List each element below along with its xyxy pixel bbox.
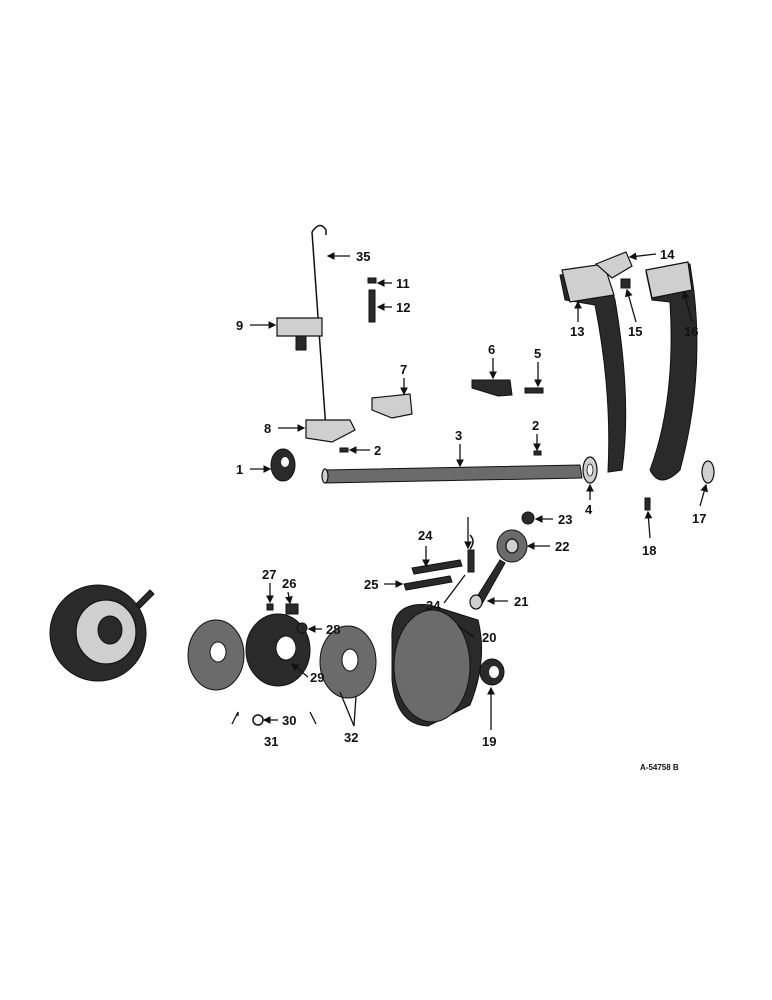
callout-23: 23 xyxy=(558,512,572,527)
callout-4: 4 xyxy=(585,502,593,517)
callout-9: 9 xyxy=(236,318,243,333)
callout-5: 5 xyxy=(534,346,541,361)
callout-16: 16 xyxy=(684,324,698,339)
callout-6: 6 xyxy=(488,342,495,357)
callout-30: 30 xyxy=(282,713,296,728)
callout-18: 18 xyxy=(642,543,656,558)
callout-12: 12 xyxy=(396,300,410,315)
callout-19: 19 xyxy=(482,734,496,749)
callout-15: 15 xyxy=(628,324,642,339)
callout-7: 7 xyxy=(400,362,407,377)
leader-lines xyxy=(231,252,708,730)
callout-24: 24 xyxy=(418,528,433,543)
reference-code: A-54758 B xyxy=(640,763,679,772)
callout-31: 31 xyxy=(264,734,278,749)
callout-22: 22 xyxy=(555,539,569,554)
callout-labels: 35 11 12 9 7 8 6 5 1 2 2 3 4 14 13 15 16… xyxy=(236,247,706,772)
callout-20: 20 xyxy=(482,630,496,645)
callout-34: 34 xyxy=(426,598,441,613)
callout-1: 1 xyxy=(236,462,243,477)
callout-27: 27 xyxy=(262,567,276,582)
callout-8: 8 xyxy=(264,421,271,436)
callout-26: 26 xyxy=(282,576,296,591)
callout-29: 29 xyxy=(310,670,324,685)
callout-3: 3 xyxy=(455,428,462,443)
callout-17: 17 xyxy=(692,511,706,526)
callout-14: 14 xyxy=(660,247,675,262)
part-drawings xyxy=(49,224,715,727)
callout-32: 32 xyxy=(344,730,358,745)
callout-11: 11 xyxy=(396,276,410,291)
callout-2-right: 2 xyxy=(532,418,539,433)
callout-2-left: 2 xyxy=(374,443,381,458)
callout-28: 28 xyxy=(326,622,340,637)
callout-10: 35 xyxy=(356,249,370,264)
callout-13: 13 xyxy=(570,324,584,339)
callout-21: 21 xyxy=(514,594,528,609)
callout-25: 25 xyxy=(364,577,378,592)
